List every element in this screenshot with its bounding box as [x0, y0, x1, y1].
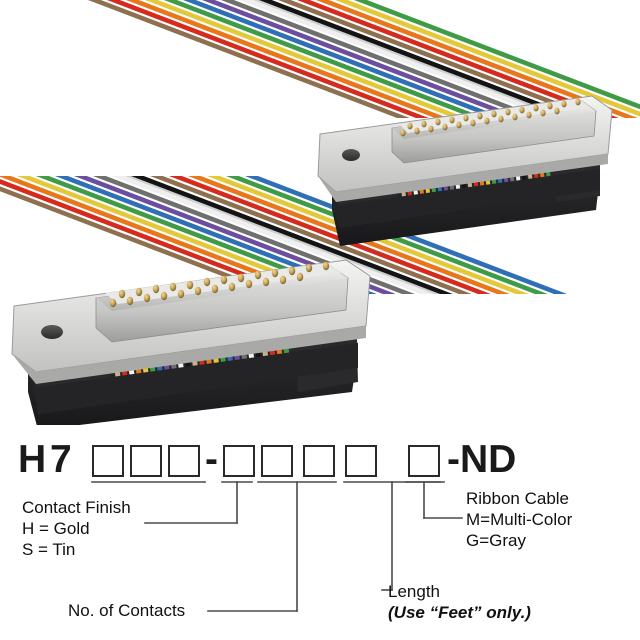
- label-no-of-contacts: No. of Contacts: [68, 601, 186, 620]
- label-contact-finish-title: Contact Finish: [22, 498, 131, 517]
- d-sub-connector-upper: [317, 95, 613, 246]
- label-ribbon-cable-title: Ribbon Cable: [466, 489, 570, 508]
- part-number-line: H 7 - -ND: [0, 434, 640, 484]
- part-number-suffix-nd: -ND: [447, 438, 517, 481]
- product-photo: [0, 0, 640, 432]
- label-ribbon-cable-gray: G=Gray: [466, 531, 526, 550]
- label-length: Length: [388, 582, 440, 601]
- part-number-prefix-h: H: [18, 438, 47, 481]
- ribbon-cable-upper: [88, 0, 640, 118]
- part-number-separator-dash: -: [205, 438, 218, 481]
- label-contact-finish-tin: S = Tin: [22, 540, 76, 559]
- part-number-box-1[interactable]: [92, 445, 124, 477]
- part-number-prefix-7: 7: [50, 438, 72, 481]
- part-number-box-6[interactable]: [303, 445, 335, 477]
- part-number-box-5[interactable]: [261, 445, 293, 477]
- product-photo-illustration: [0, 0, 640, 432]
- part-number-box-2[interactable]: [130, 445, 162, 477]
- d-sub-connector-lower: [11, 259, 371, 430]
- label-ribbon-cable-multicolor: M=Multi-Color: [466, 510, 573, 529]
- label-length-units-note: (Use “Feet” only.): [388, 603, 531, 622]
- callout-leader-lines: [0, 470, 640, 640]
- callout-leader-lines-svg: [91, 481, 463, 612]
- part-number-box-4[interactable]: [223, 445, 255, 477]
- part-number-box-3[interactable]: [168, 445, 200, 477]
- part-number-box-7[interactable]: [345, 445, 377, 477]
- label-contact-finish-gold: H = Gold: [22, 519, 90, 538]
- ribbon-cable-lower: [0, 176, 567, 294]
- part-number-box-8[interactable]: [408, 445, 440, 477]
